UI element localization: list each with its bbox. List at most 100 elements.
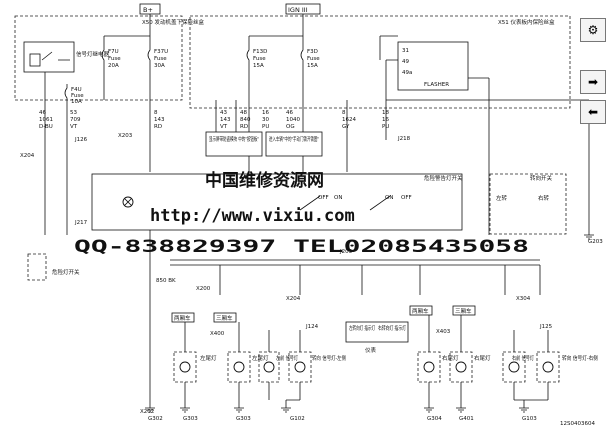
svg-text:15A: 15A bbox=[307, 63, 318, 69]
watermark-url: http://www.vixiu.com bbox=[150, 206, 355, 226]
svg-text:危险灯开关: 危险灯开关 bbox=[52, 268, 80, 276]
svg-text:D-BU: D-BU bbox=[39, 124, 53, 130]
ign-label: IGN III bbox=[288, 6, 308, 14]
svg-text:显示屏带防盗模块 中的"按钮板": 显示屏带防盗模块 中的"按钮板" bbox=[209, 135, 259, 143]
svg-text:20A: 20A bbox=[108, 63, 119, 69]
svg-text:危险警告灯开关: 危险警告灯开关 bbox=[424, 174, 463, 182]
svg-text:46: 46 bbox=[286, 110, 293, 116]
fuse-f3d: F3D Fuse 15A bbox=[300, 44, 320, 70]
svg-text:F13D: F13D bbox=[253, 49, 267, 55]
svg-text:8: 8 bbox=[342, 110, 346, 116]
svg-text:左尾灯: 左尾灯 bbox=[200, 354, 217, 362]
svg-text:Fuse: Fuse bbox=[71, 93, 84, 99]
svg-text:X202: X202 bbox=[140, 409, 154, 415]
doc-id: 12S0403604 bbox=[560, 421, 595, 427]
turn-switch-box bbox=[489, 173, 567, 235]
svg-text:ON: ON bbox=[334, 195, 342, 201]
svg-text:左转: 左转 bbox=[496, 194, 508, 202]
svg-text:VT: VT bbox=[70, 124, 78, 130]
svg-text:30A: 30A bbox=[154, 63, 165, 69]
svg-text:18: 18 bbox=[382, 110, 389, 116]
svg-text:16: 16 bbox=[262, 110, 269, 116]
svg-text:Fuse: Fuse bbox=[108, 56, 121, 62]
svg-text:30: 30 bbox=[262, 117, 269, 123]
svg-text:J126: J126 bbox=[74, 137, 88, 143]
svg-text:G401: G401 bbox=[459, 416, 474, 422]
svg-text:X400: X400 bbox=[210, 331, 225, 337]
svg-text:转向 信号灯-左侧: 转向 信号灯-左侧 bbox=[312, 354, 346, 362]
fuse-f13d: F13D Fuse 15A bbox=[246, 44, 267, 70]
svg-text:右前 信号灯: 右前 信号灯 bbox=[512, 354, 534, 362]
svg-text:G303: G303 bbox=[236, 416, 251, 422]
svg-text:1624: 1624 bbox=[342, 117, 356, 123]
svg-text:X200: X200 bbox=[196, 286, 211, 292]
svg-text:46: 46 bbox=[39, 110, 46, 116]
svg-text:53: 53 bbox=[70, 110, 77, 116]
svg-text:OG: OG bbox=[286, 124, 295, 130]
svg-text:Fuse: Fuse bbox=[253, 56, 266, 62]
svg-text:RD: RD bbox=[240, 124, 248, 130]
svg-text:左尾灯: 左尾灯 bbox=[252, 354, 269, 362]
arrow-left-icon: ⬅ bbox=[587, 105, 599, 119]
variant-2: 三厢车 bbox=[216, 314, 233, 322]
svg-text:48: 48 bbox=[240, 110, 247, 116]
relay-label: 信号灯继电器 bbox=[76, 50, 110, 58]
svg-text:右尾灯: 右尾灯 bbox=[442, 354, 459, 362]
ground-symbols bbox=[145, 234, 594, 413]
svg-text:RD: RD bbox=[154, 124, 162, 130]
svg-text:G304: G304 bbox=[427, 416, 442, 422]
svg-text:16: 16 bbox=[382, 117, 389, 123]
svg-text:J217: J217 bbox=[74, 220, 88, 226]
x51-title: X51 仪表板内保险丝盒 bbox=[498, 18, 555, 26]
options-button[interactable]: ⚙ bbox=[580, 18, 606, 42]
svg-text:PU: PU bbox=[382, 124, 389, 130]
svg-text:OFF: OFF bbox=[318, 195, 329, 201]
svg-text:X304: X304 bbox=[516, 296, 531, 302]
forward-button[interactable]: ➡ bbox=[580, 70, 606, 94]
svg-text:709: 709 bbox=[70, 117, 81, 123]
svg-text:49: 49 bbox=[402, 59, 409, 65]
svg-text:143: 143 bbox=[154, 117, 165, 123]
indicator-box bbox=[345, 321, 409, 343]
b-plus-label: B+ bbox=[143, 6, 153, 14]
svg-text:ON: ON bbox=[385, 195, 393, 201]
svg-text:VT: VT bbox=[220, 124, 228, 130]
svg-text:仪表: 仪表 bbox=[365, 346, 377, 354]
fuse-f4u: F4U Fuse 10A bbox=[64, 84, 84, 108]
variant-1: 两厢车 bbox=[174, 314, 191, 322]
svg-text:右转: 右转 bbox=[538, 194, 550, 202]
svg-text:J124: J124 bbox=[305, 324, 319, 330]
svg-text:右尾灯: 右尾灯 bbox=[474, 354, 491, 362]
svg-text:GY: GY bbox=[342, 124, 350, 130]
svg-text:X203: X203 bbox=[118, 133, 133, 139]
svg-text:49a: 49a bbox=[402, 70, 412, 76]
svg-text:J203: J203 bbox=[339, 249, 353, 255]
lamp-row bbox=[173, 351, 560, 383]
svg-text:15A: 15A bbox=[253, 63, 264, 69]
x50-fuse-box bbox=[14, 15, 183, 101]
x50-title: X50 发动机盖下保险丝盒 bbox=[142, 18, 205, 26]
svg-text:右转向灯 指示灯: 右转向灯 指示灯 bbox=[378, 324, 406, 332]
note-box-1 bbox=[205, 131, 263, 157]
svg-text:G203: G203 bbox=[588, 239, 603, 245]
x51-fuse-box bbox=[189, 15, 571, 109]
svg-text:31: 31 bbox=[402, 48, 409, 54]
relay bbox=[23, 41, 75, 73]
svg-text:F7U: F7U bbox=[108, 49, 119, 55]
svg-text:850 BK: 850 BK bbox=[156, 278, 176, 284]
svg-text:PU: PU bbox=[262, 124, 269, 130]
svg-text:G303: G303 bbox=[183, 416, 198, 422]
svg-text:左前 信号灯: 左前 信号灯 bbox=[276, 354, 298, 362]
watermark-title: 中国维修资源网 bbox=[205, 170, 324, 191]
svg-text:Fuse: Fuse bbox=[154, 56, 167, 62]
svg-text:F4U: F4U bbox=[71, 87, 82, 93]
variant-3: 两厢车 bbox=[412, 307, 429, 315]
settings-icon: ⚙ bbox=[587, 23, 599, 37]
fuse-f7u: F7U Fuse 20A bbox=[101, 44, 121, 70]
svg-text:F37U: F37U bbox=[154, 49, 168, 55]
arrow-right-icon: ➡ bbox=[587, 75, 599, 89]
svg-text:10A: 10A bbox=[71, 99, 82, 105]
hazard-switch-box bbox=[91, 173, 463, 231]
svg-text:J218: J218 bbox=[397, 136, 411, 142]
back-button[interactable]: ⬅ bbox=[580, 100, 606, 124]
